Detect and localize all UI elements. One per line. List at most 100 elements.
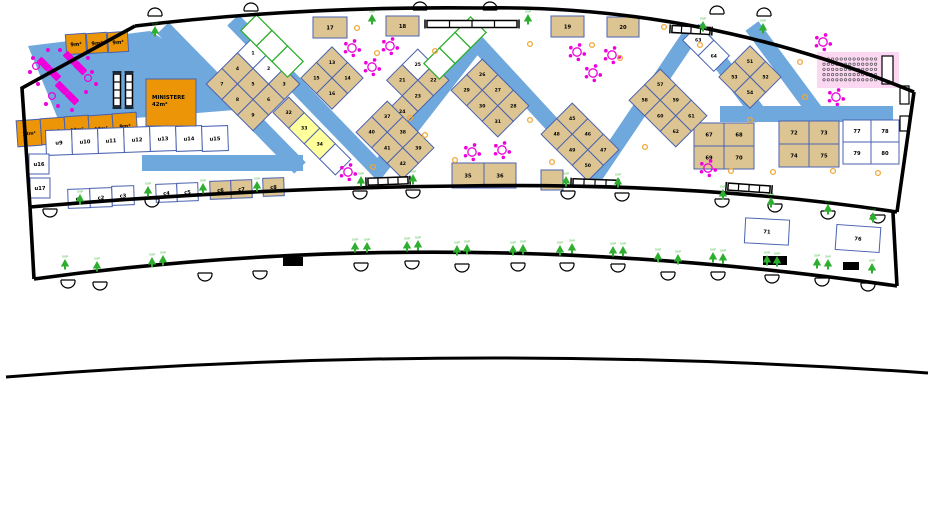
svg-text:24: 24 xyxy=(399,109,405,115)
svg-text:9m²: 9m² xyxy=(91,41,103,48)
service-block xyxy=(843,262,859,270)
tree-icon: SUP xyxy=(758,19,768,34)
svg-text:31: 31 xyxy=(495,119,501,125)
svg-text:SUP: SUP xyxy=(760,19,766,23)
snap-up-icon xyxy=(641,143,649,151)
tree-icon: SUP xyxy=(718,249,728,264)
outer-wall-top xyxy=(134,6,915,94)
buffet-icon xyxy=(124,71,134,109)
agora-seat xyxy=(848,62,852,66)
buffet-icon xyxy=(365,175,411,187)
booth-c5: c5 xyxy=(176,182,199,202)
agora-seat xyxy=(869,62,873,66)
svg-text:62: 62 xyxy=(673,129,679,135)
snap-up-icon xyxy=(874,169,882,177)
booth-50 xyxy=(571,149,605,182)
snap-up-icon xyxy=(796,58,804,66)
door-icon xyxy=(559,262,575,272)
booth-u9: u9 xyxy=(45,129,73,156)
svg-text:36: 36 xyxy=(496,174,504,180)
snap-up-icon xyxy=(801,93,809,101)
work-dot xyxy=(44,102,48,106)
buffet-icon xyxy=(112,71,122,109)
svg-text:SUP: SUP xyxy=(869,259,875,263)
svg-text:c6: c6 xyxy=(217,188,224,194)
svg-text:51: 51 xyxy=(747,59,753,65)
agora-seat xyxy=(822,78,826,82)
agora-seat xyxy=(839,67,843,71)
svg-text:SUP: SUP xyxy=(675,250,681,254)
svg-text:13: 13 xyxy=(329,60,335,66)
door-icon xyxy=(610,263,626,273)
snap-up-icon xyxy=(548,158,556,166)
svg-text:48: 48 xyxy=(553,132,559,138)
svg-text:SUP: SUP xyxy=(62,255,68,259)
svg-text:59: 59 xyxy=(673,98,679,104)
tree-icon: SUP xyxy=(143,182,153,197)
booth-u13: u13 xyxy=(149,125,177,152)
agora-seat xyxy=(856,73,860,77)
svg-text:28: 28 xyxy=(510,103,516,109)
agora-seat xyxy=(852,73,856,77)
booth-c6: c6 xyxy=(209,180,232,200)
work-dot xyxy=(84,90,88,94)
work-place-icon xyxy=(584,64,603,83)
booth-c2: c2 xyxy=(89,187,113,208)
svg-text:39: 39 xyxy=(415,145,421,151)
booth-u17: u17 xyxy=(29,177,51,199)
agora-seat xyxy=(865,67,869,71)
door-icon xyxy=(454,263,470,273)
booth-31 xyxy=(481,105,515,138)
svg-text:32: 32 xyxy=(285,110,291,116)
svg-text:SUP: SUP xyxy=(620,242,626,246)
booth-20: 20 xyxy=(606,16,640,38)
agora-seat xyxy=(831,73,835,77)
booth-18: 18 xyxy=(385,15,420,37)
facade-arc xyxy=(5,356,929,379)
svg-text:74: 74 xyxy=(790,154,798,160)
agora-seat xyxy=(848,57,852,61)
tree-icon: SUP xyxy=(608,242,618,257)
svg-text:69: 69 xyxy=(705,156,713,162)
snap-up-icon xyxy=(829,167,837,175)
agora-seat xyxy=(852,62,856,66)
svg-text:4: 4 xyxy=(236,66,239,72)
tree-icon: SUP xyxy=(518,240,528,255)
tree-icon: SUP xyxy=(653,248,663,263)
work-dot xyxy=(46,48,50,52)
agora-seat xyxy=(874,67,878,71)
booth-9m²: 9m² xyxy=(64,32,88,56)
door-icon xyxy=(144,198,160,208)
tree-icon: SUP xyxy=(766,193,776,208)
booth-u11: u11 xyxy=(97,127,125,154)
work-place-icon xyxy=(381,37,400,56)
svg-text:78: 78 xyxy=(881,129,889,135)
booth-u10: u10 xyxy=(71,128,99,155)
work-place-icon xyxy=(343,39,362,58)
tree-icon: SUP xyxy=(823,200,833,215)
svg-text:c7: c7 xyxy=(238,187,245,193)
svg-text:70: 70 xyxy=(735,156,743,162)
svg-text:c8: c8 xyxy=(270,185,277,191)
booth-54 xyxy=(733,76,767,109)
agora-seat xyxy=(869,57,873,61)
agora-seat xyxy=(861,57,865,61)
svg-text:u9: u9 xyxy=(55,140,63,146)
svg-text:71: 71 xyxy=(763,229,771,235)
tree-icon: SUP xyxy=(867,259,877,274)
booth-73: 73 xyxy=(808,120,840,145)
work-dot xyxy=(90,70,94,74)
svg-text:14: 14 xyxy=(344,76,350,82)
booth-u15: u15 xyxy=(201,125,229,152)
tree-icon: SUP xyxy=(158,251,168,266)
walkway-path-2 xyxy=(227,14,702,186)
booth-64 xyxy=(697,39,731,73)
svg-text:22: 22 xyxy=(430,78,436,84)
booth-74: 74 xyxy=(778,143,810,168)
booth-16 xyxy=(315,77,349,110)
svg-text:3: 3 xyxy=(283,82,286,88)
svg-text:5: 5 xyxy=(251,82,254,88)
snap-up-icon xyxy=(746,116,754,124)
